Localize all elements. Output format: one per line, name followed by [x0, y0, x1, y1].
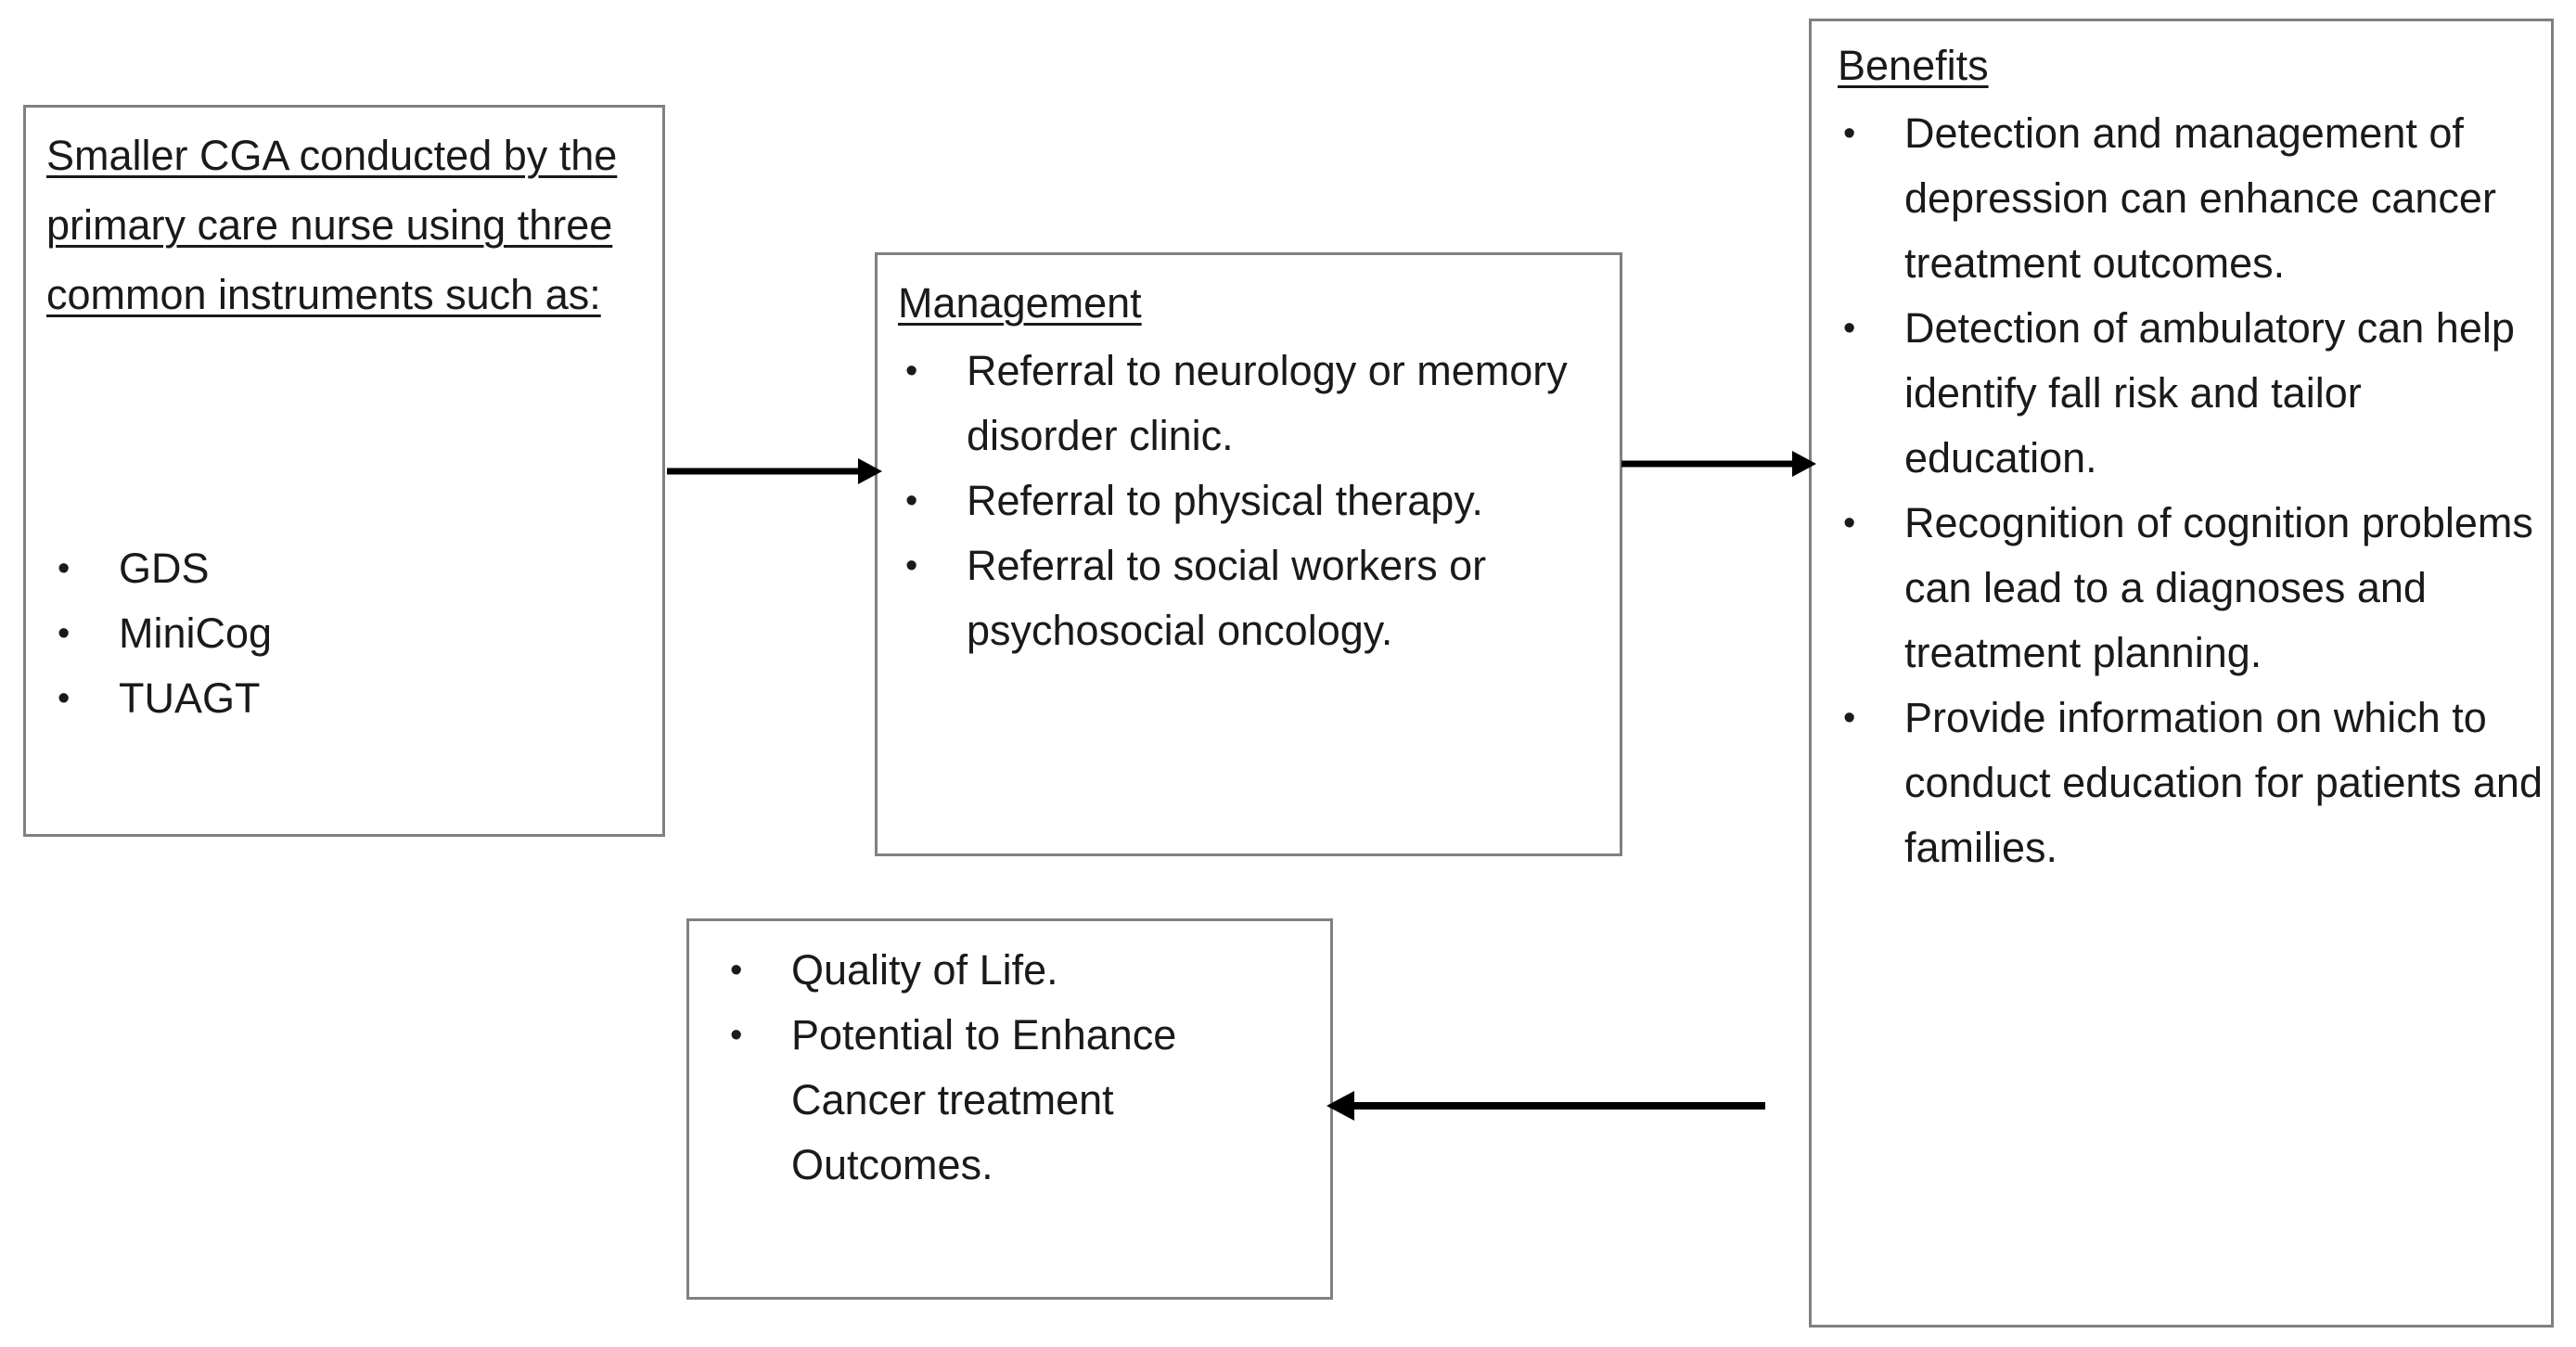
- box-benefits: Benefits Detection and management of dep…: [1809, 19, 2554, 1328]
- box-management: Management Referral to neurology or memo…: [875, 252, 1622, 856]
- list-item: Referral to social workers or psychosoci…: [902, 533, 1607, 663]
- box-management-heading: Management: [898, 279, 1142, 327]
- arrow-benefits-to-outcomes-icon: [1326, 1091, 1765, 1121]
- box-outcomes: Quality of Life. Potential to Enhance Ca…: [686, 918, 1333, 1300]
- box-management-list: Referral to neurology or memory disorder…: [902, 339, 1607, 663]
- box-outcomes-list: Quality of Life. Potential to Enhance Ca…: [726, 938, 1320, 1198]
- arrow-management-to-benefits-icon: [1621, 451, 1816, 477]
- arrow-cga-to-management-icon: [667, 458, 882, 484]
- list-item: Recognition of cognition problems can le…: [1839, 491, 2544, 686]
- list-item: MiniCog: [54, 601, 610, 666]
- list-item: Referral to neurology or memory disorder…: [902, 339, 1607, 468]
- list-item: Provide information on which to conduct …: [1839, 686, 2544, 880]
- list-item: Potential to Enhance Cancer treatment Ou…: [726, 1003, 1320, 1198]
- box-benefits-heading: Benefits: [1838, 42, 1989, 89]
- box-smaller-cga-heading: Smaller CGA conducted by the primary car…: [46, 132, 618, 318]
- list-item: GDS: [54, 536, 610, 601]
- list-item: Quality of Life.: [726, 938, 1320, 1003]
- box-benefits-list: Detection and management of depression c…: [1839, 101, 2544, 880]
- box-smaller-cga: Smaller CGA conducted by the primary car…: [23, 105, 665, 837]
- list-item: Referral to physical therapy.: [902, 468, 1607, 533]
- box-smaller-cga-list: GDS MiniCog TUAGT: [54, 536, 610, 731]
- list-item: TUAGT: [54, 666, 610, 731]
- list-item: Detection of ambulatory can help identif…: [1839, 296, 2544, 491]
- list-item: Detection and management of depression c…: [1839, 101, 2544, 296]
